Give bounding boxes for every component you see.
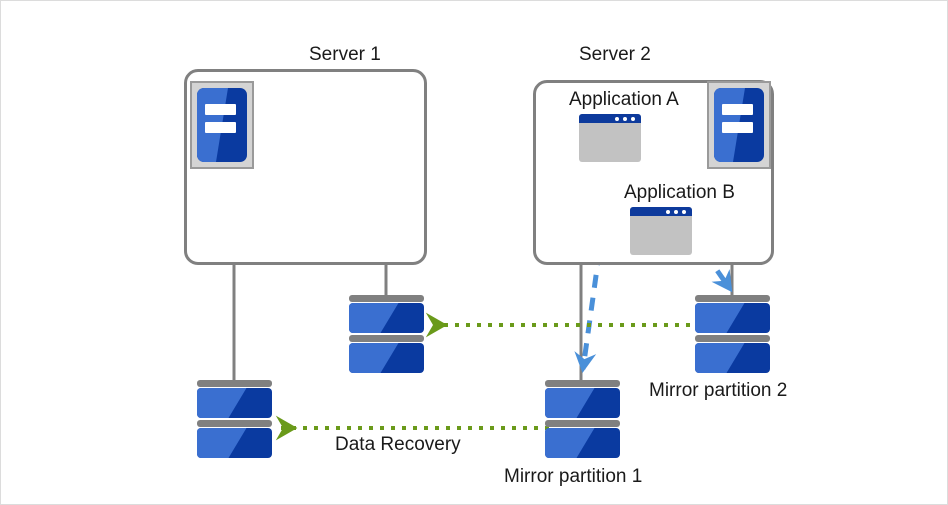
server1-connectors [232, 264, 388, 382]
server1-data-partition-upper [349, 295, 424, 375]
server1-title: Server 1 [309, 44, 381, 65]
application-a-window-icon[interactable] [579, 114, 641, 162]
mirror-partition-2-label: Mirror partition 2 [649, 380, 788, 401]
recovery-arrows [275, 312, 701, 441]
mirror-partition-1-label: Mirror partition 1 [504, 466, 643, 487]
mirror-partition-1-disk [545, 380, 620, 460]
server2-title: Server 2 [579, 44, 651, 65]
server1-data-partition-lower [197, 380, 272, 460]
mirror-partition-2-disk [695, 295, 770, 375]
server2-rack-icon [707, 81, 771, 169]
application-a-label: Application A [569, 89, 679, 110]
application-b-window-icon[interactable] [630, 207, 692, 255]
server1-rack-icon [190, 81, 254, 169]
application-b-label: Application B [624, 182, 735, 203]
data-recovery-label: Data Recovery [335, 434, 461, 455]
